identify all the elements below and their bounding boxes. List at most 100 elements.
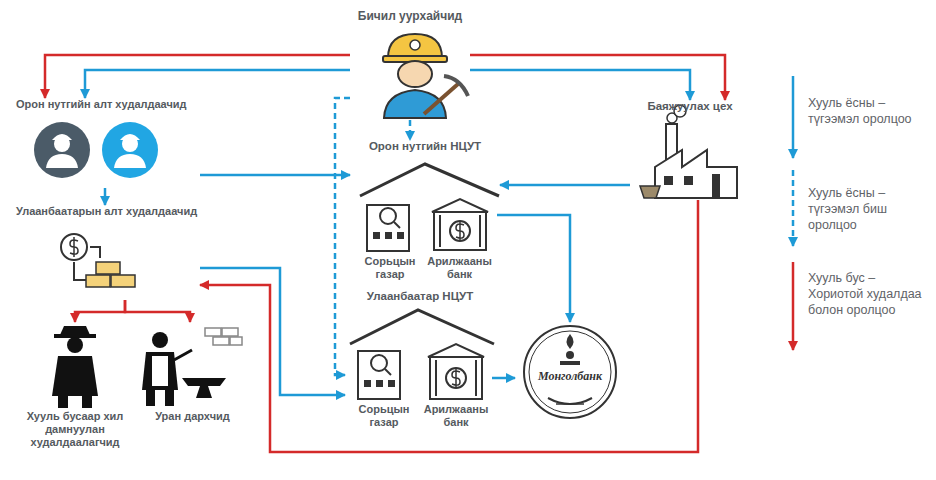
node-label: Баяжуулах цех xyxy=(630,100,750,113)
node-label: Бичил уурхайчид xyxy=(350,10,470,23)
assay-office-icon xyxy=(367,205,409,251)
factory-icon xyxy=(655,150,737,198)
factory-icon xyxy=(640,105,737,198)
node-label: Арилжааны банк xyxy=(420,403,492,429)
dashed-flow-arrow xyxy=(335,98,350,375)
assay-office-icon xyxy=(388,380,395,387)
central-bank-logo xyxy=(556,403,584,405)
assay-office-icon xyxy=(385,369,391,375)
bank-box: Арилжааны банк xyxy=(420,345,492,437)
miner-node: Бичил уурхайчид xyxy=(350,10,470,120)
node-label: Сорьцын газар xyxy=(355,255,425,281)
bank-icon xyxy=(430,357,482,399)
node-label: Сорьцын газар xyxy=(350,403,418,429)
artisan-node: Уран дархчид xyxy=(135,322,250,432)
artisan-icon xyxy=(213,337,229,345)
legend-samples xyxy=(793,76,794,350)
legend-samples xyxy=(792,76,795,158)
miner-icon xyxy=(444,76,468,96)
flow-arrow xyxy=(200,268,345,395)
bank-icon xyxy=(456,221,464,241)
smuggler-icon xyxy=(67,337,83,353)
factory-icon xyxy=(640,186,660,198)
assay-office-icon xyxy=(364,380,371,387)
bank-icon xyxy=(446,368,466,388)
gold-trade-icon xyxy=(90,247,100,258)
assay-office-icon xyxy=(358,351,400,399)
assay-office-icon xyxy=(371,355,387,371)
miner-icon xyxy=(424,84,458,114)
artisan-icon xyxy=(142,328,242,406)
smuggler-icon xyxy=(60,326,90,335)
bank-icon xyxy=(450,221,470,241)
flow-arrow xyxy=(75,300,125,322)
trader-node: Улаанбаатарын алт худалдаачид xyxy=(10,205,200,300)
factory-icon xyxy=(684,176,693,185)
gold-trade-icon xyxy=(111,275,135,287)
gold-trade-icon xyxy=(96,262,120,274)
assay-box: Сорьцын газар xyxy=(355,195,425,290)
bank-icon xyxy=(452,368,460,388)
smuggler-icon xyxy=(82,396,92,408)
assay-office-icon xyxy=(373,232,380,239)
trader-icons xyxy=(114,154,146,168)
node-label: Хууль бусаар хил дамнуулан худалдаалагчи… xyxy=(15,410,135,449)
house-roof xyxy=(360,164,499,196)
artisan-icon xyxy=(165,390,174,406)
miner-icon xyxy=(398,61,432,87)
legend-samples xyxy=(792,170,795,246)
factory-node: Баяжуулах цех xyxy=(630,100,750,200)
assay-office-icon xyxy=(385,232,392,239)
miner-icon xyxy=(383,34,468,118)
artisan-icon xyxy=(222,328,238,336)
artisan-icon xyxy=(174,350,192,360)
central-bank-node: Монголбанк xyxy=(515,322,625,422)
assay-office-icon xyxy=(380,208,396,224)
miner-icon xyxy=(410,40,420,50)
legend-text: Хууль бус – Хориотой худалдаа болон орол… xyxy=(808,270,933,318)
bank-icon xyxy=(439,215,441,247)
trader-icons xyxy=(34,122,90,178)
flow-arrow xyxy=(500,184,630,187)
trader-node: Орон нутгийн алт худалдаачид xyxy=(10,98,200,188)
gold-trade-icon xyxy=(61,234,135,287)
artisan-icon xyxy=(152,356,168,386)
factory-icon xyxy=(712,174,720,198)
artisan-icon xyxy=(142,352,178,390)
legend-samples xyxy=(792,262,795,350)
flow-arrow xyxy=(45,55,350,98)
bank-icon xyxy=(428,344,484,357)
bank-icon xyxy=(475,360,477,396)
bank-box: Арилжааны банк xyxy=(422,195,497,290)
gold-trade-icon xyxy=(61,234,87,260)
assay-office-icon xyxy=(397,232,404,239)
node-label: Улаанбаатар НЦУТ xyxy=(345,290,495,303)
flow-arrow xyxy=(125,300,190,322)
smuggler-icon xyxy=(52,326,98,408)
assay-box: Сорьцын газар xyxy=(350,345,418,437)
smuggler-icon xyxy=(58,396,68,408)
node-label: Уран дархчид xyxy=(135,410,250,423)
flow-arrow xyxy=(85,70,350,98)
flow-arrow xyxy=(200,200,698,452)
gold-trade-icon xyxy=(86,275,110,287)
node-label: Орон нутгийн НЦУТ xyxy=(350,140,500,153)
legend-text: Хууль ёсны – түгээмэл биш оролцоо xyxy=(808,185,933,233)
legend-text: Хууль ёсны – түгээмэл оролцоо xyxy=(808,95,933,127)
gold-trade-icon xyxy=(74,262,86,280)
assay-office-icon xyxy=(394,222,400,228)
flow-arrow xyxy=(470,55,725,100)
node-label: Орон нутгийн алт худалдаачид xyxy=(16,98,216,111)
artisan-icon xyxy=(146,390,155,406)
office-group: Улаанбаатар НЦУТ Сорьцын газарАрилжааны б… xyxy=(345,290,495,440)
flow-arrow xyxy=(470,70,690,100)
bank-icon xyxy=(479,215,481,247)
gold-trade-icon xyxy=(70,237,78,257)
artisan-icon xyxy=(205,328,221,336)
bank-icon xyxy=(432,199,488,212)
trader-icons xyxy=(120,134,140,140)
flow-arrow xyxy=(200,174,350,177)
office-group: Орон нутгийн НЦУТ Сорьцын газарАрилжааны … xyxy=(350,140,500,295)
central-bank-logo xyxy=(560,361,580,365)
